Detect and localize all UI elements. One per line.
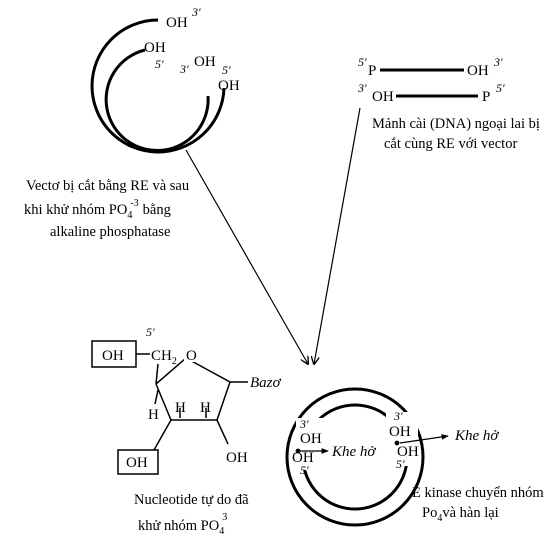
arrow-insert-to-recombinant [314,107,361,364]
left-prime5: 5′ [300,463,309,477]
vector-oh-right-b: OH [218,78,240,94]
recombinant-caption-line1: E kinase chuyển nhóm [412,485,544,501]
nucleotide-oh-top: OH [102,348,124,364]
left-gap-label: Khe hở [331,444,376,460]
recombinant-plasmid: 3′ OH OH 5′ Khe hở 3′ OH OH 5′ Khe hở E … [285,387,544,527]
free-nucleotide: OH 5′ CH2 O Bazơ H H H OH OH Nucleotide … [91,325,282,537]
nucleotide-ch2: CH2 [151,348,177,367]
vector-oh-inner: OH [144,40,166,56]
insert-bottom-left-prime: 3′ [357,81,367,95]
nucleotide-h1: H [148,407,159,423]
left-gap-dot [295,448,301,454]
insert-bottom-right: P [482,89,490,105]
nucleotide-base: Bazơ [250,375,282,391]
nucleotide-prime5: 5′ [146,325,155,339]
right-gap-backdrop [386,412,418,466]
insert-caption-line2: cắt cùng RE với vector [384,136,517,152]
nucleotide-caption-line1: Nucleotide tự do đã [134,492,249,508]
vector-oh-inner-prime: 5′ [155,57,164,71]
cut-vector-plasmid: OH 3′ OH 5′ 3′ OH 5′ OH Vectơ bị cắt bằn… [24,5,240,240]
nucleotide-ring-o-bg [184,346,200,362]
left-gap-backdrop [296,418,326,470]
left-prime3: 3′ [299,417,309,431]
nucleotide-ring-o: O [186,348,197,364]
insert-bottom-right-prime: 5′ [496,81,505,95]
arrow-vector-to-recombinant [185,149,308,364]
vector-oh-right-a-prime: 3′ [179,62,189,76]
recombinant-caption-line2: Po4và hàn lại [422,505,499,524]
vector-oh-top-prime: 3′ [191,5,201,19]
nucleotide-caption-line2: khử nhóm PO43 [138,512,227,537]
nucleotide-h2: H [175,400,186,416]
nucleotide-bond-oh-right [216,419,229,445]
right-gap-label: Khe hở [454,428,499,444]
vector-oh-right-a: OH [194,54,216,70]
insert-bottom-left: OH [372,89,394,105]
right-oh1: OH [389,424,411,440]
nucleotide-bond-oh-bottom [153,419,172,451]
right-prime3: 3′ [393,409,403,423]
left-oh2: OH [292,450,314,466]
vector-oh-right-b-prime: 5′ [222,63,231,77]
nucleotide-oh-bottom-box [117,449,159,475]
right-gap-dot [394,440,400,446]
vector-inner-strand [104,48,210,153]
insert-dna-fragment: 5′ P OH 3′ 3′ OH P 5′ Mảnh cài (DNA) ngo… [357,55,540,152]
recombinant-outer-strand [285,387,425,527]
right-gap-arrow [399,434,449,444]
insert-top-right: OH [467,63,489,79]
insert-top-right-prime: 3′ [493,55,503,69]
right-oh2: OH [397,444,419,460]
nucleotide-bond-ch2-c4 [155,363,159,385]
vector-caption-line3: alkaline phosphatase [50,224,170,240]
vector-oh-top: OH [166,15,188,31]
nucleotide-bond-h1 [154,389,159,405]
insert-caption-line1: Mảnh cài (DNA) ngoại lai bị [372,116,540,132]
left-oh1: OH [300,431,322,447]
right-prime5: 5′ [396,457,405,471]
nucleotide-ribose-ring [155,357,231,421]
nucleotide-oh-bottom: OH [126,455,148,471]
insert-top-left: P [368,63,376,79]
vector-outer-strand [90,18,226,154]
nucleotide-oh-right: OH [226,450,248,466]
nucleotide-h3: H [200,400,211,416]
vector-caption-line1: Vectơ bị cắt bằng RE và sau [26,178,189,194]
insert-top-left-prime: 5′ [358,55,367,69]
